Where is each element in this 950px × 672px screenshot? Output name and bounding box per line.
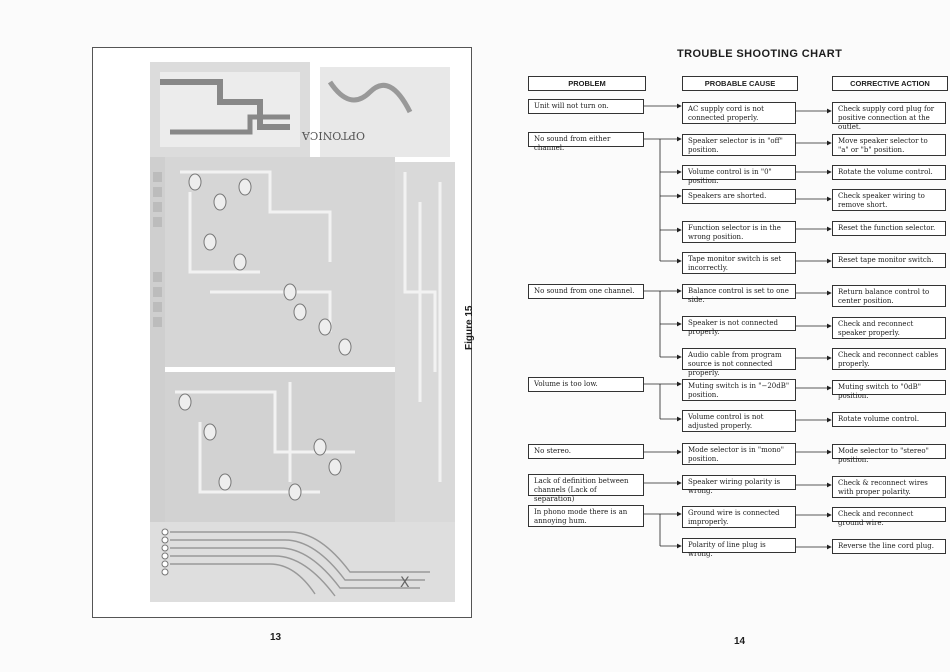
action-box: Check and reconnect speaker properly. <box>832 317 946 339</box>
cause-box: Volume control is not adjusted properly. <box>682 410 796 432</box>
cause-box: Mode selector is in "mono" position. <box>682 443 796 465</box>
action-box: Check speaker wiring to remove short. <box>832 189 946 211</box>
action-box: Check supply cord plug for positive conn… <box>832 102 946 131</box>
cause-box: AC supply cord is not connected properly… <box>682 102 796 124</box>
cause-box: Muting switch is in "−20dB" position. <box>682 379 796 401</box>
cause-box: Polarity of line plug is wrong. <box>682 538 796 558</box>
cause-box: Volume control is in "0" position. <box>682 165 796 185</box>
cause-box: Speakers are shorted. <box>682 189 796 204</box>
action-box: Reset tape monitor switch. <box>832 253 946 268</box>
cause-box: Function selector is in the wrong positi… <box>682 221 796 243</box>
cause-box: Speaker wiring polarity is wrong. <box>682 475 796 495</box>
cause-box: Speaker selector is in "off" position. <box>682 134 796 156</box>
action-box: Return balance control to center positio… <box>832 285 946 307</box>
action-box: Check and reconnect cables properly. <box>832 348 946 370</box>
problem-box: Volume is too low. <box>528 377 644 392</box>
cause-box: Speaker is not connected properly. <box>682 316 796 336</box>
problem-box: In phono mode there is an annoying hum. <box>528 505 644 527</box>
problem-box: No stereo. <box>528 444 644 459</box>
chart-title: TROUBLE SHOOTING CHART <box>677 48 843 60</box>
problem-box: No sound from one channel. <box>528 284 644 299</box>
pcb-brand-label: OPTONICA <box>301 129 365 142</box>
action-box: Move speaker selector to "a" or "b" posi… <box>832 134 946 156</box>
action-box: Mode selector to "stereo" position. <box>832 444 946 464</box>
action-box: Reverse the line cord plug. <box>832 539 946 554</box>
problem-box: Lack of definition between channels (Lac… <box>528 474 644 503</box>
svg-text:X: X <box>400 575 410 591</box>
problem-box: Unit will not turn on. <box>528 99 644 114</box>
pcb-layout-illustration: X OPTONICA <box>150 62 455 602</box>
action-box: Check & reconnect wires with proper pola… <box>832 476 946 498</box>
header-action: CORRECTIVE ACTION <box>832 76 948 91</box>
cause-box: Audio cable from program source is not c… <box>682 348 796 377</box>
problem-box: No sound from either channel. <box>528 132 644 152</box>
page-number-left: 13 <box>270 632 282 643</box>
action-box: Reset the function selector. <box>832 221 946 236</box>
action-box: Check and reconnect ground wire. <box>832 507 946 527</box>
action-box: Rotate the volume control. <box>832 165 946 180</box>
action-box: Rotate volume control. <box>832 412 946 427</box>
page-number-right: 14 <box>734 636 746 647</box>
cause-box: Ground wire is connected improperly. <box>682 506 796 528</box>
header-problem: PROBLEM <box>528 76 646 91</box>
cause-box: Balance control is set to one side. <box>682 284 796 304</box>
action-box: Muting switch to "0dB" position. <box>832 380 946 400</box>
cause-box: Tape monitor switch is set incorrectly. <box>682 252 796 274</box>
header-cause: PROBABLE CAUSE <box>682 76 798 91</box>
